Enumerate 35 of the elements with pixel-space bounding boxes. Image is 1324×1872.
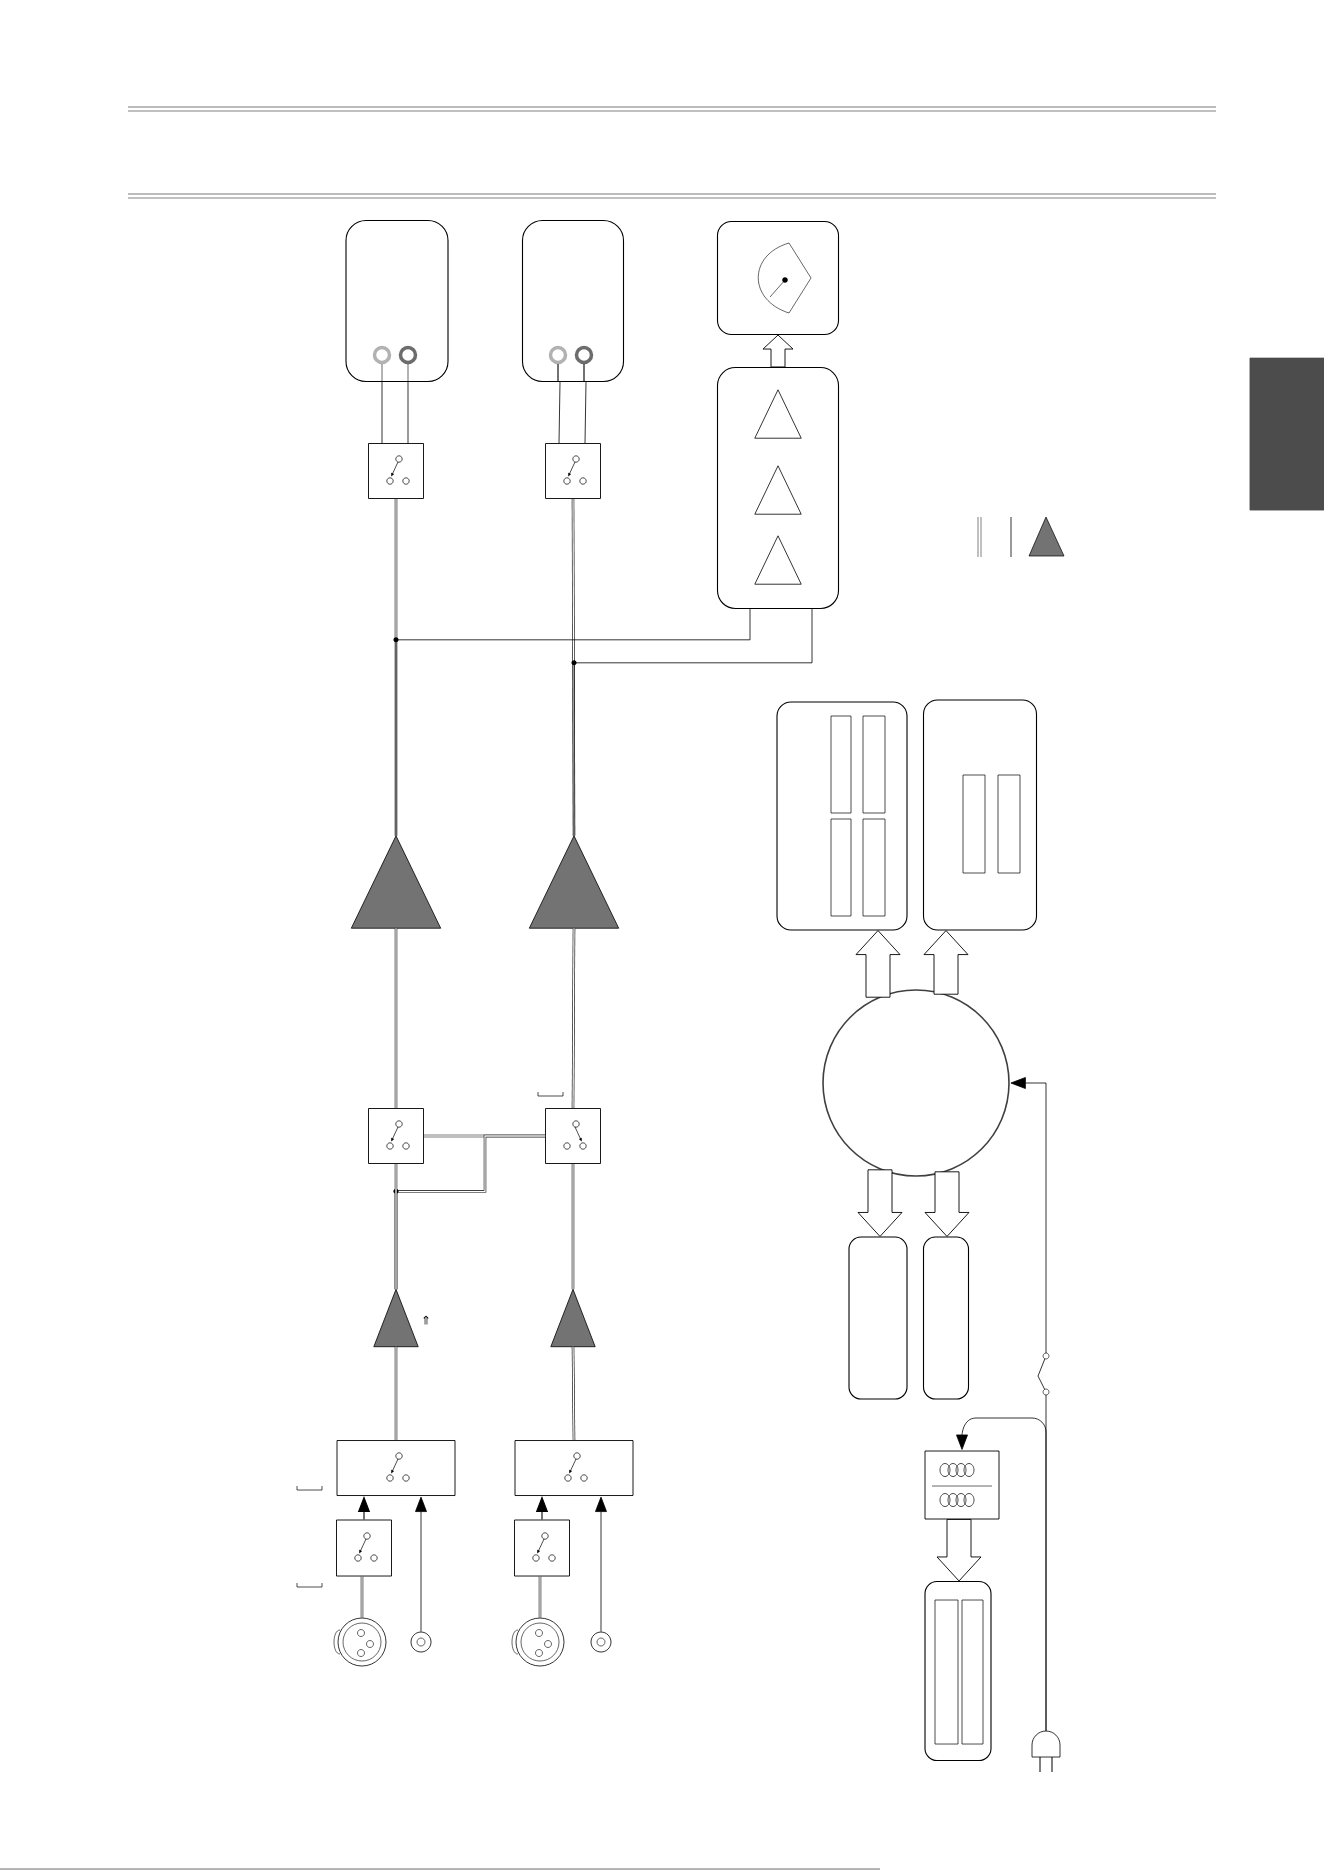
rounded-box <box>922 1236 970 1400</box>
connector-line <box>558 381 587 444</box>
connector-line <box>595 1496 607 1632</box>
connector-line <box>415 1496 427 1632</box>
block-arrow <box>936 1519 982 1582</box>
connector-line <box>394 1346 398 1441</box>
amplifier-triangle <box>528 835 620 929</box>
side-tab <box>1249 357 1324 511</box>
triangle-symbol <box>754 535 802 585</box>
rounded-box <box>848 1236 908 1400</box>
connector-line <box>394 1163 398 1290</box>
amplifier-group-box <box>716 366 840 610</box>
connector-line <box>538 1575 542 1619</box>
block-arrow <box>923 930 969 995</box>
connector-line <box>571 927 576 1109</box>
connector-line <box>571 1163 575 1290</box>
connector-line <box>360 1575 364 1619</box>
block-arrow <box>924 1171 970 1237</box>
block-arrow <box>762 334 794 368</box>
connector-line <box>571 1346 576 1441</box>
triangle-symbol <box>754 389 802 439</box>
amplifier-triangle <box>373 1288 419 1348</box>
connector-line <box>956 1417 1047 1732</box>
plug-drawing <box>1031 1730 1061 1773</box>
amplifier-triangle <box>550 1288 596 1348</box>
connector-line <box>393 608 751 837</box>
connector-line <box>571 608 813 837</box>
amplifier-triangle <box>350 835 442 929</box>
block-arrow <box>857 1169 903 1237</box>
connector-line <box>381 381 409 444</box>
triangle-symbol <box>754 465 802 515</box>
connector-line <box>394 927 398 1109</box>
block-arrow <box>855 930 901 998</box>
arrow-symbol: ⇑ <box>423 1315 429 1325</box>
central-circle <box>822 989 1010 1177</box>
